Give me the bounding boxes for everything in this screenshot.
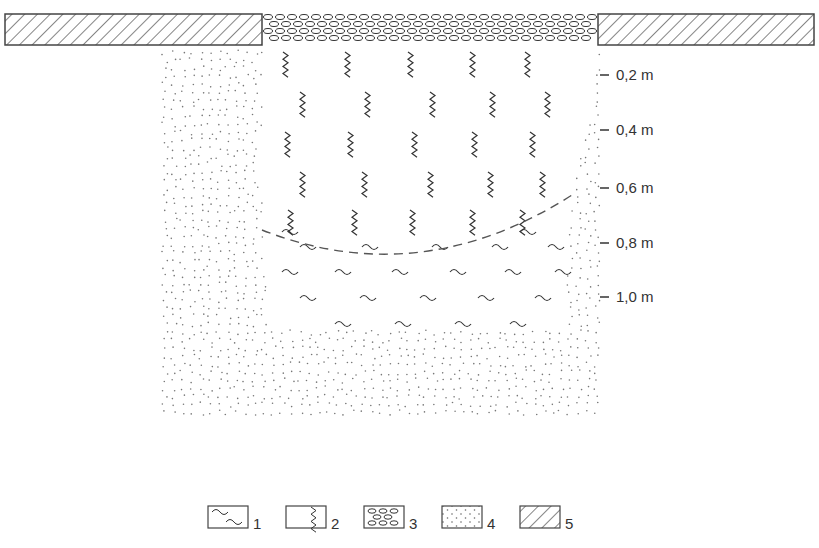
depth-ticks (600, 75, 609, 297)
depth-label: 1,0 m (616, 289, 654, 304)
depth-label: 0,8 m (616, 235, 654, 250)
legend-swatch (442, 506, 482, 528)
legend-swatches (208, 506, 560, 532)
legend-number: 4 (487, 516, 495, 531)
legend-swatch (364, 506, 404, 528)
legend-number: 2 (331, 516, 339, 531)
boundary-line (262, 195, 572, 254)
depth-label: 0,4 m (616, 122, 654, 137)
zigzag-symbols (283, 52, 550, 235)
legend-number: 1 (253, 516, 261, 531)
legend-number: 3 (409, 516, 417, 531)
legend-swatch (520, 506, 560, 528)
gravel-layer (264, 15, 597, 41)
legend-number: 5 (565, 516, 573, 531)
legend-swatch (208, 506, 248, 528)
pavement-slab (5, 14, 262, 45)
tilde-symbols (282, 230, 571, 327)
legend-swatch (286, 506, 326, 532)
sand-layer (161, 49, 600, 415)
depth-label: 0,2 m (616, 67, 654, 82)
pavement-slab (598, 14, 814, 45)
depth-label: 0,6 m (616, 180, 654, 195)
